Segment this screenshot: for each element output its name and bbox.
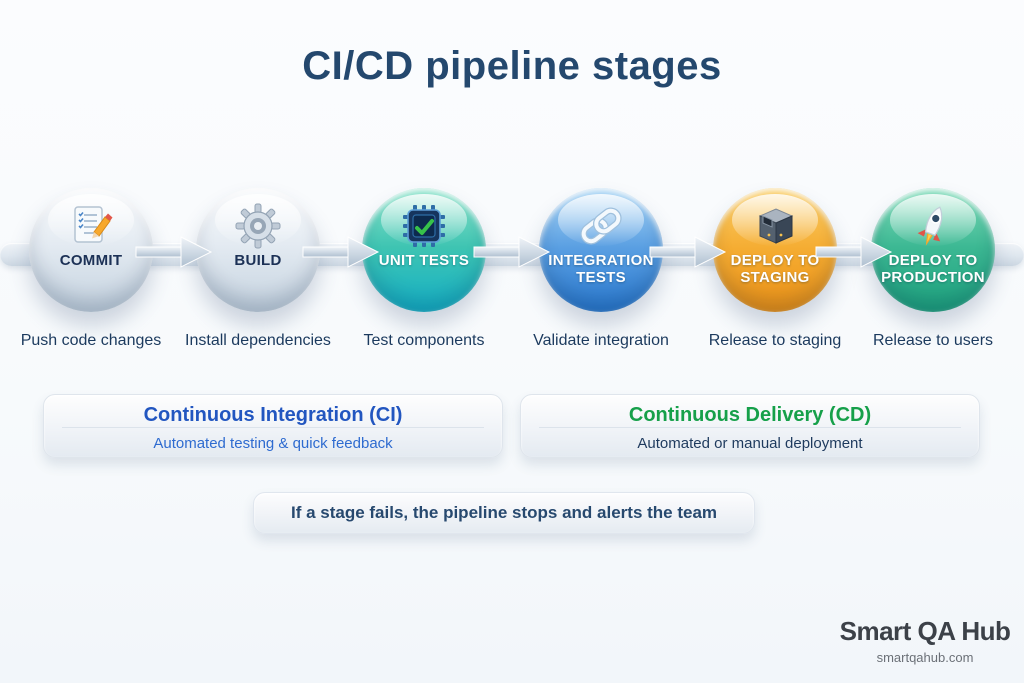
stage-caption: Install dependencies: [185, 332, 331, 349]
page-title: CI/CD pipeline stages: [302, 44, 722, 88]
stage-label: INTEGRATION TESTS: [548, 252, 654, 286]
brand-logo: Smart QA Hub: [839, 616, 1011, 646]
gear-icon: [235, 203, 281, 249]
stage-caption: Release to staging: [708, 332, 842, 349]
stage-caption: Validate integration: [533, 332, 669, 349]
cd-banner: Continuous Delivery (CD) Automated or ma…: [520, 394, 980, 458]
stage-commit: COMMIT Push code changes: [11, 188, 171, 350]
rocket-icon: [917, 206, 943, 246]
stage-label: BUILD: [234, 252, 282, 269]
cd-banner-title: Continuous Delivery (CD): [628, 404, 872, 426]
stage-label: DEPLOY TO PRODUCTION: [881, 252, 985, 286]
stage-label: COMMIT: [59, 252, 123, 269]
stage-circle: UNIT TESTS: [362, 188, 486, 312]
clipboard-pencil-icon: [74, 206, 113, 243]
arrow-right-icon: [649, 236, 727, 268]
stage-integration-tests: INTEGRATION TESTS Validate integration: [521, 188, 681, 350]
stage-build: BUILD Install dependencies: [178, 188, 338, 350]
ci-banner-title: Continuous Integration (CI): [143, 404, 403, 426]
stage-caption: Test components: [363, 332, 485, 349]
chip-check-icon: [403, 205, 445, 247]
chain-link-icon: [580, 207, 622, 245]
note-text: If a stage fails, the pipeline stops and…: [290, 503, 718, 522]
stage-label: DEPLOY TO STAGING: [730, 252, 820, 286]
stage-circle: INTEGRATION TESTS: [539, 188, 663, 312]
stage-circle: BUILD: [196, 188, 320, 312]
arrow-right-icon: [473, 236, 551, 268]
stage-deploy-production: DEPLOY TO PRODUCTION Release to users: [853, 188, 1013, 350]
note-banner: If a stage fails, the pipeline stops and…: [253, 492, 755, 534]
brand-website: smartqahub.com: [876, 650, 974, 665]
server-box-icon: [758, 208, 794, 244]
cd-banner-subtitle: Automated or manual deployment: [637, 435, 863, 452]
ci-banner-subtitle: Automated testing & quick feedback: [153, 435, 393, 452]
stage-caption: Push code changes: [20, 332, 162, 349]
arrow-right-icon: [302, 236, 380, 268]
stage-label: UNIT TESTS: [378, 252, 470, 269]
stage-caption: Release to users: [872, 332, 994, 349]
footer-brand-block: Smart QA Hub smartqahub.com: [830, 616, 1020, 665]
stage-circle: COMMIT: [29, 188, 153, 312]
stage-unit-tests: UNIT TESTS Test components: [344, 188, 504, 350]
arrow-right-icon: [135, 236, 213, 268]
stage-circle: DEPLOY TO PRODUCTION: [871, 188, 995, 312]
ci-banner: Continuous Integration (CI) Automated te…: [43, 394, 503, 458]
arrow-right-icon: [815, 236, 893, 268]
